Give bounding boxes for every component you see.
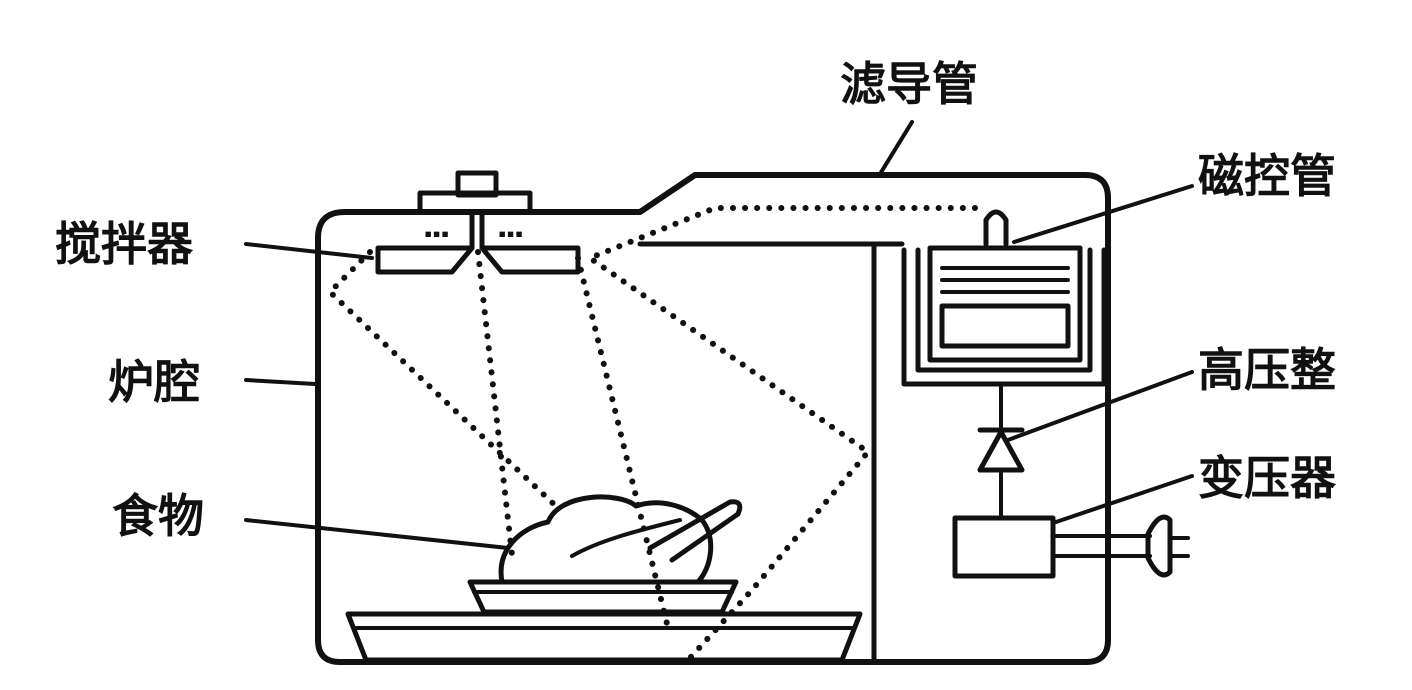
- magnetron-antenna: [983, 209, 1009, 247]
- food-plate: [467, 579, 739, 615]
- chicken-leg: [647, 499, 743, 563]
- label-food: 食物: [112, 489, 204, 543]
- magnetron-housing-outer: [901, 247, 1107, 387]
- microwave-paths: [325, 205, 978, 661]
- magnetron: [901, 209, 1107, 387]
- microwave-path-center: [475, 249, 515, 558]
- plate-outline: [467, 579, 739, 615]
- stirrer-blade-right: [479, 211, 581, 275]
- stirrer-marks-right: ▪▪▪: [498, 226, 523, 242]
- label-transformer: 变压器: [1198, 451, 1337, 505]
- label-magnetron: 磁控管: [1198, 149, 1336, 203]
- tray-outline: [345, 611, 863, 663]
- stirrer-base: [417, 190, 533, 215]
- stirrer: ▪▪▪ ▪▪▪: [375, 170, 581, 275]
- oven-casing: [315, 172, 1111, 665]
- label-cavity: 炉腔: [108, 355, 200, 409]
- stirrer-marks-left: ▪▪▪: [424, 226, 449, 242]
- label-stirrer: 搅拌器: [55, 217, 194, 271]
- transformer: [952, 514, 1190, 579]
- magnetron-core: [939, 303, 1071, 349]
- leader-food: [244, 518, 510, 550]
- magnetron-body: [927, 245, 1083, 363]
- label-waveguide: 滤导管: [840, 57, 978, 111]
- transformer-box: [952, 515, 1056, 579]
- leader-lines: [244, 120, 1194, 550]
- leader-rectifier: [1006, 370, 1194, 442]
- microwave-path-waveguide: [583, 205, 978, 661]
- leader-transformer: [1054, 474, 1194, 524]
- leader-stirrer: [244, 242, 374, 260]
- label-rectifier: 高压整: [1198, 343, 1336, 397]
- magnetron-housing-inner: [915, 247, 1093, 373]
- leader-magnetron: [1012, 184, 1194, 244]
- food-chicken: [498, 494, 743, 585]
- stirrer-blade-left: [375, 211, 475, 275]
- leader-waveguide: [878, 120, 914, 176]
- plug: [1145, 514, 1173, 578]
- tray: [345, 611, 863, 663]
- microwave-path-left: [325, 249, 563, 513]
- microwave-path-right: [575, 255, 671, 631]
- chicken-detail: [570, 518, 682, 558]
- leader-cavity: [244, 378, 317, 386]
- rectifier-diode: [977, 382, 1025, 520]
